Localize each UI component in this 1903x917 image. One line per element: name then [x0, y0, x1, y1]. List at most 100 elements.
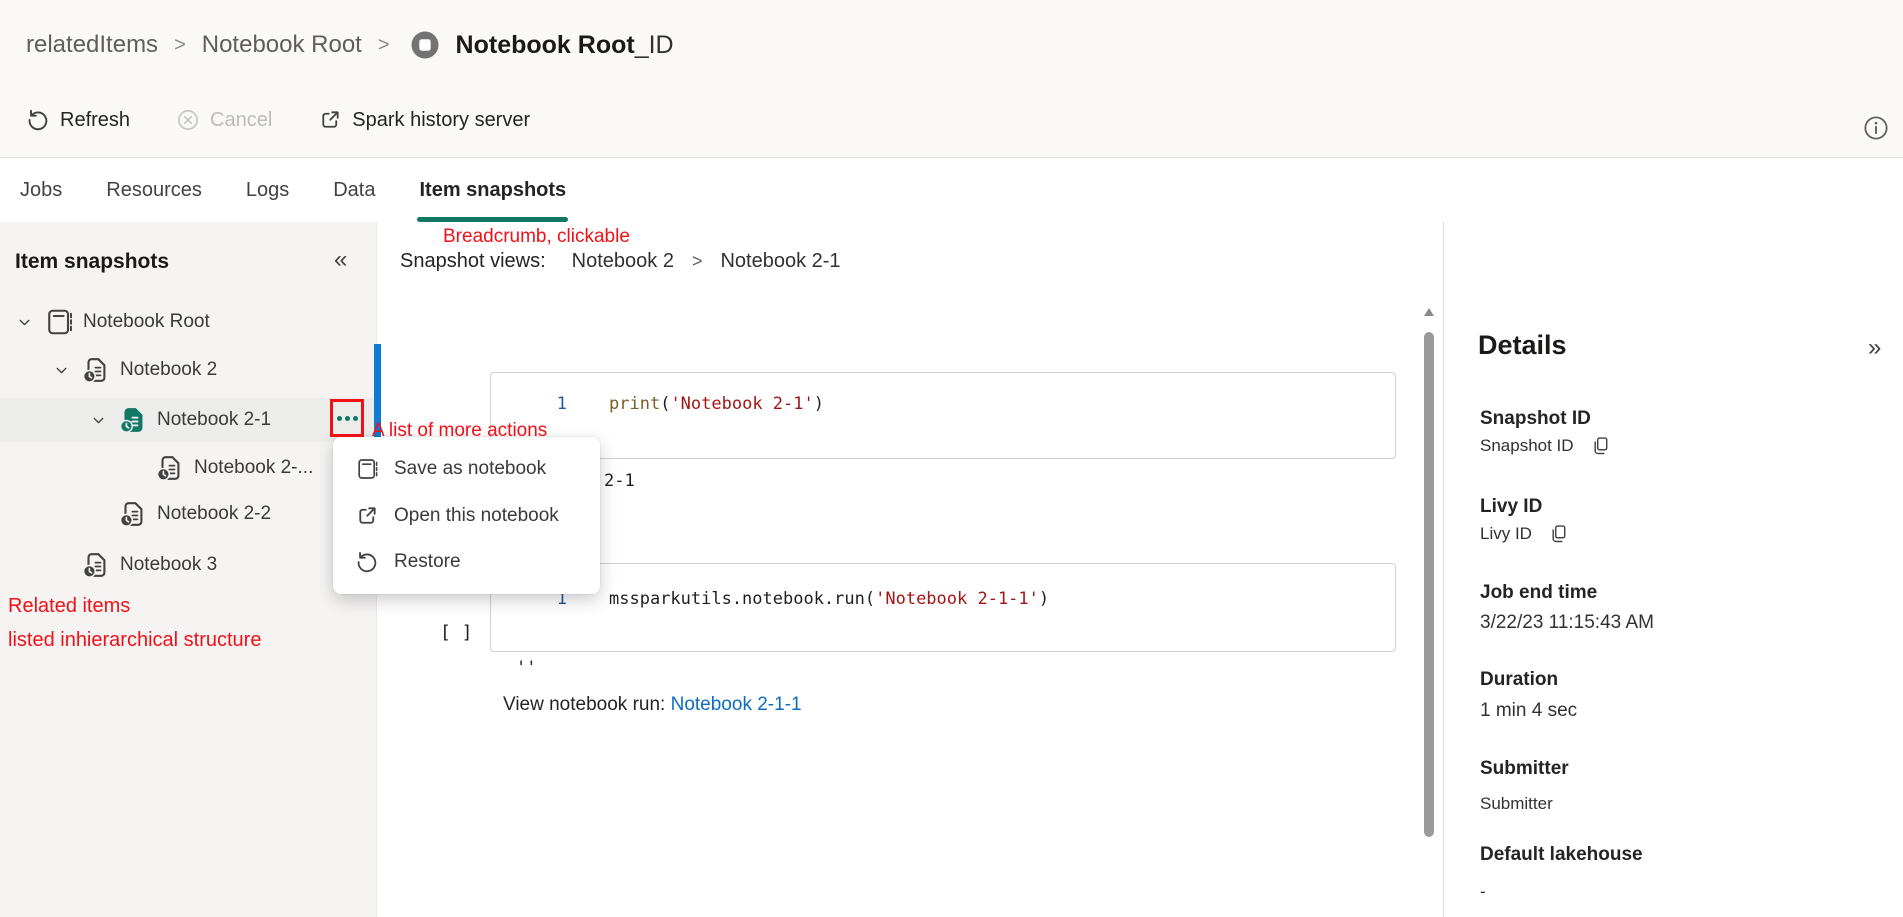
refresh-label: Refresh [60, 108, 131, 131]
breadcrumb-notebook-root[interactable]: Notebook Root [201, 31, 362, 58]
scroll-up-arrow-icon[interactable] [1424, 308, 1434, 316]
page-header: relatedItems > Notebook Root > Notebook … [0, 0, 1903, 158]
detail-label-livy-id: Livy ID [1480, 496, 1543, 517]
menu-item-label: Open this notebook [394, 504, 559, 526]
copy-icon[interactable] [1548, 523, 1570, 545]
refresh-icon [26, 108, 50, 132]
detail-value-submitter: Submitter [1480, 794, 1553, 813]
tab-label: Logs [245, 179, 290, 201]
item-snapshots-panel: Item snapshots « Notebook Root Notebook … [0, 222, 377, 917]
page-title-suffix: _ID [634, 30, 674, 59]
open-external-icon [318, 108, 342, 132]
detail-value-duration: 1 min 4 sec [1480, 700, 1578, 721]
restore-icon [355, 550, 379, 574]
menu-item-save-as-notebook[interactable]: Save as notebook [333, 448, 600, 490]
tab-item-snapshots[interactable]: Item snapshots [417, 159, 569, 222]
spark-history-server-button[interactable]: Spark history server [318, 108, 530, 132]
panel-resize-handle[interactable] [374, 344, 381, 522]
cancel-label: Cancel [210, 108, 273, 131]
scrollbar-thumb[interactable] [1424, 332, 1434, 837]
more-dots-icon [336, 415, 342, 421]
notebook-run-link[interactable]: Notebook 2-1-1 [670, 694, 802, 715]
tab-bar: Jobs Resources Logs Data Item snapshots [0, 159, 1903, 222]
tree-item-notebook-2-1[interactable]: Notebook 2-1 [0, 398, 376, 442]
breadcrumb-separator: > [377, 33, 390, 56]
tree-item-notebook-2-1-1[interactable]: Notebook 2-... [0, 446, 376, 490]
menu-item-restore[interactable]: Restore [333, 541, 600, 583]
cancel-icon [176, 108, 200, 132]
code-cell-2[interactable]: 1 mssparkutils.notebook.run('Notebook 2-… [490, 563, 1396, 652]
toolbar: Refresh Cancel Spark history server [26, 108, 530, 132]
menu-item-label: Restore [394, 551, 461, 573]
snapshot-notebook-icon [81, 550, 111, 580]
chevron-down-icon[interactable] [90, 412, 118, 428]
details-panel-divider [1443, 222, 1444, 917]
stopped-status-icon [410, 30, 440, 60]
snapshot-crumb-notebook-2-1[interactable]: Notebook 2-1 [720, 250, 841, 272]
tab-label: Jobs [20, 179, 63, 201]
tab-label: Item snapshots [419, 179, 567, 201]
more-dots-icon [352, 415, 358, 421]
more-actions-button[interactable] [330, 399, 364, 437]
details-panel: Details » Snapshot ID Snapshot ID Livy I… [1444, 222, 1903, 917]
notebook-icon [355, 457, 379, 481]
panel-title: Item snapshots [15, 250, 170, 273]
page-title: Notebook Root_ID [455, 30, 674, 59]
info-button[interactable] [1862, 114, 1890, 142]
detail-value-job-end-time: 3/22/23 11:15:43 AM [1480, 612, 1654, 633]
tab-label: Data [333, 179, 376, 201]
tab-data[interactable]: Data [331, 159, 377, 222]
tab-logs[interactable]: Logs [244, 159, 291, 222]
tree-item-notebook-2-2[interactable]: Notebook 2-2 [0, 492, 376, 536]
menu-item-label: Save as notebook [394, 457, 547, 479]
view-notebook-run-label: View notebook run: [503, 694, 671, 715]
tree-item-label: Notebook 3 [120, 554, 218, 575]
tab-label: Resources [106, 179, 202, 201]
tree-item-label: Notebook 2-2 [157, 503, 272, 524]
snapshot-crumb-notebook-2[interactable]: Notebook 2 [571, 250, 674, 272]
detail-value-livy-id: Livy ID [1480, 523, 1570, 545]
active-tab-underline [417, 217, 569, 222]
vertical-scrollbar[interactable] [1421, 306, 1437, 917]
detail-label-duration: Duration [1480, 669, 1559, 690]
chevron-down-icon[interactable] [16, 314, 44, 330]
breadcrumb: relatedItems > Notebook Root > Notebook … [26, 30, 674, 60]
snapshot-notebook-icon-selected [118, 405, 148, 435]
tab-resources[interactable]: Resources [104, 159, 204, 222]
detail-value-default-lakehouse: - [1480, 882, 1486, 901]
code-line: mssparkutils.notebook.run('Notebook 2-1-… [609, 589, 1050, 609]
annotation-hierarchical-structure: listed inhierarchical structure [8, 629, 262, 651]
line-number: 1 [556, 589, 567, 609]
notebook-icon [44, 307, 74, 337]
collapse-panel-icon[interactable]: « [334, 246, 348, 273]
snapshot-notebook-icon [155, 453, 185, 483]
detail-label-default-lakehouse: Default lakehouse [1480, 844, 1643, 865]
snapshot-views-breadcrumb: Snapshot views: Notebook 2 > Notebook 2-… [400, 250, 841, 273]
collapse-details-icon[interactable]: » [1868, 334, 1882, 361]
more-actions-menu: Save as notebook Open this notebook Rest… [333, 437, 600, 594]
tree-item-label: Notebook 2-... [194, 457, 314, 478]
annotation-more-actions: A list of more actions [372, 420, 548, 441]
snapshot-notebook-icon [81, 355, 111, 385]
tree-item-notebook-root[interactable]: Notebook Root [0, 300, 376, 344]
tree-item-notebook-3[interactable]: Notebook 3 [0, 543, 376, 587]
menu-item-open-this-notebook[interactable]: Open this notebook [333, 495, 600, 537]
detail-value-snapshot-id: Snapshot ID [1480, 435, 1612, 457]
cancel-button[interactable]: Cancel [176, 108, 272, 132]
breadcrumb-related-items[interactable]: relatedItems [26, 31, 159, 58]
breadcrumb-separator: > [691, 251, 703, 271]
open-external-icon [355, 504, 379, 528]
copy-icon[interactable] [1590, 435, 1612, 457]
tree-item-label: Notebook 2-1 [157, 409, 272, 430]
cell-1-output: 2-1 [604, 471, 635, 491]
tree-item-notebook-2[interactable]: Notebook 2 [0, 348, 376, 392]
cell-2-output: '' [516, 658, 537, 678]
chevron-down-icon[interactable] [53, 362, 81, 378]
code-cell-1[interactable]: 1 print('Notebook 2-1') [490, 372, 1396, 459]
tree-item-label: Notebook 2 [120, 359, 218, 380]
snapshot-notebook-icon [118, 499, 148, 529]
details-title: Details [1478, 330, 1567, 360]
code-line: print('Notebook 2-1') [609, 394, 824, 414]
refresh-button[interactable]: Refresh [26, 108, 130, 132]
tab-jobs[interactable]: Jobs [18, 159, 64, 222]
